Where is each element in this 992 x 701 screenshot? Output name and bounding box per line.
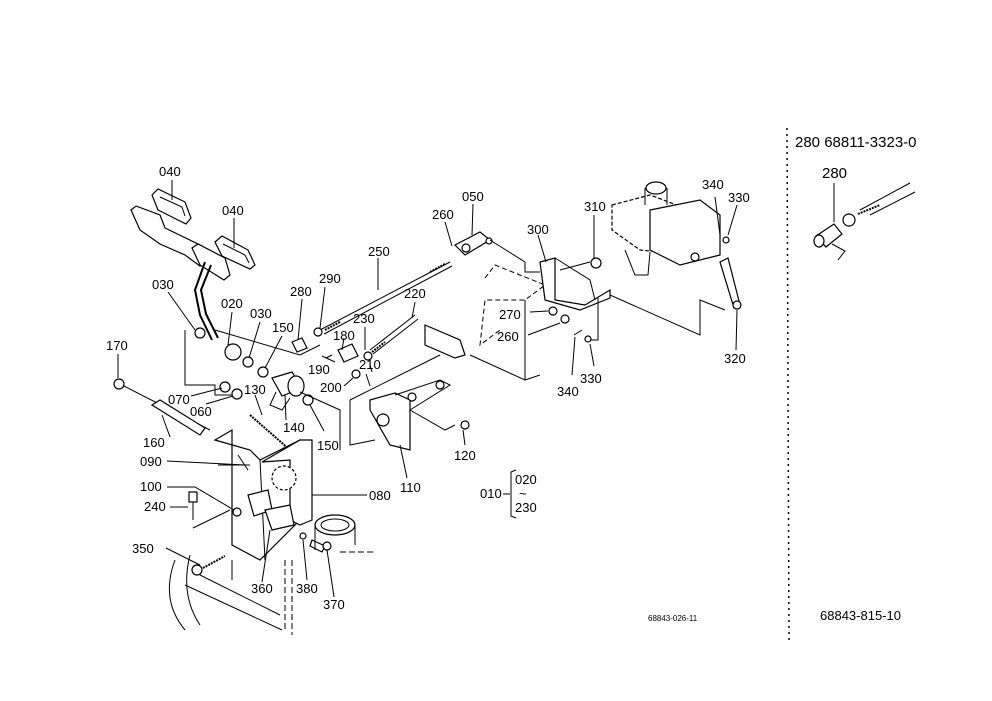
bracket-080 [213, 428, 367, 561]
brake-pedal-arm [130, 205, 231, 341]
callout-320: 320 [724, 351, 746, 366]
callout-350: 350 [132, 541, 154, 556]
master-cylinder-110 [349, 354, 470, 451]
assembly-range-sep: ~ [519, 486, 527, 501]
bolt-370 [299, 532, 332, 553]
callout-020: 020 [221, 296, 243, 311]
washer-330-lower [584, 335, 592, 343]
leader-lines [117, 180, 738, 598]
rod-220 [369, 314, 419, 355]
assembly-range-to: 230 [515, 500, 537, 515]
callout-090: 090 [140, 454, 162, 469]
inset-callout-280: 280 [822, 165, 847, 182]
callout-040: 040 [222, 203, 244, 218]
callout-360: 360 [251, 581, 273, 596]
callout-370: 370 [323, 597, 345, 612]
inset-header: 280 68811-3323-0 [795, 134, 917, 151]
callout-190: 190 [308, 362, 330, 377]
callout-340: 340 [702, 177, 724, 192]
drawing-number: 68843-026-11 [648, 614, 698, 623]
callout-300: 300 [527, 222, 549, 237]
assembly-range-from: 020 [515, 472, 537, 487]
callout-050: 050 [462, 189, 484, 204]
lever-050 [453, 231, 540, 273]
callout-340: 340 [557, 384, 579, 399]
assembly-range-010: 010 020 ~ 230 [480, 469, 537, 519]
callout-250: 250 [368, 244, 390, 259]
pin-340-lower [573, 329, 583, 336]
pivot-boss-140 [269, 371, 341, 450]
callout-160: 160 [143, 435, 165, 450]
callout-310: 310 [584, 199, 606, 214]
callout-200: 200 [320, 380, 342, 395]
callout-110: 110 [400, 480, 421, 495]
callout-170: 170 [106, 338, 128, 353]
callout-290: 290 [319, 271, 341, 286]
lower-frame [168, 554, 293, 635]
inset-divider [786, 127, 790, 641]
callout-040: 040 [159, 164, 181, 179]
assembly-parent-010: 010 [480, 486, 502, 501]
callout-380: 380 [296, 581, 318, 596]
callout-150: 150 [272, 320, 294, 335]
bolt-240 [188, 491, 231, 529]
callout-260: 260 [432, 207, 454, 222]
bracket-300 [539, 257, 726, 341]
callout-070: 070 [168, 392, 190, 407]
control-valve-assembly [611, 181, 742, 310]
callout-330: 330 [580, 371, 602, 386]
callout-180: 180 [333, 328, 355, 343]
callout-140: 140 [283, 420, 305, 435]
callout-labels: 040 040 030 020 030 150 280 290 250 260 … [106, 164, 750, 612]
callout-330: 330 [728, 190, 750, 205]
callout-030: 030 [250, 306, 272, 321]
callout-270: 270 [499, 307, 521, 322]
nut-270 [548, 306, 558, 316]
callout-130: 130 [244, 382, 266, 397]
nut-260-lower [560, 314, 570, 324]
callout-220: 220 [404, 286, 426, 301]
inset-280: 280 68811-3323-0 280 [795, 134, 917, 261]
callout-060: 060 [190, 404, 212, 419]
support-plate [424, 264, 547, 381]
page-code: 68843-815-10 [820, 608, 901, 623]
callout-120: 120 [454, 448, 476, 463]
callout-280: 280 [290, 284, 312, 299]
callout-210: 210 [359, 357, 381, 372]
callout-030: 030 [152, 277, 174, 292]
callout-230: 230 [353, 311, 375, 326]
callout-240: 240 [144, 499, 166, 514]
callout-150: 150 [317, 438, 339, 453]
tie-end-280 [291, 327, 323, 353]
pedal-pivot-shaft [184, 327, 321, 400]
rod-250 [319, 261, 453, 335]
shaft-160 [150, 399, 206, 436]
callout-080: 080 [369, 488, 391, 503]
clevis-180 [321, 343, 373, 387]
callout-100: 100 [140, 479, 162, 494]
steering-column-boss [314, 514, 375, 553]
callout-260: 260 [497, 329, 519, 344]
pedal-pad-040-a [151, 188, 192, 225]
